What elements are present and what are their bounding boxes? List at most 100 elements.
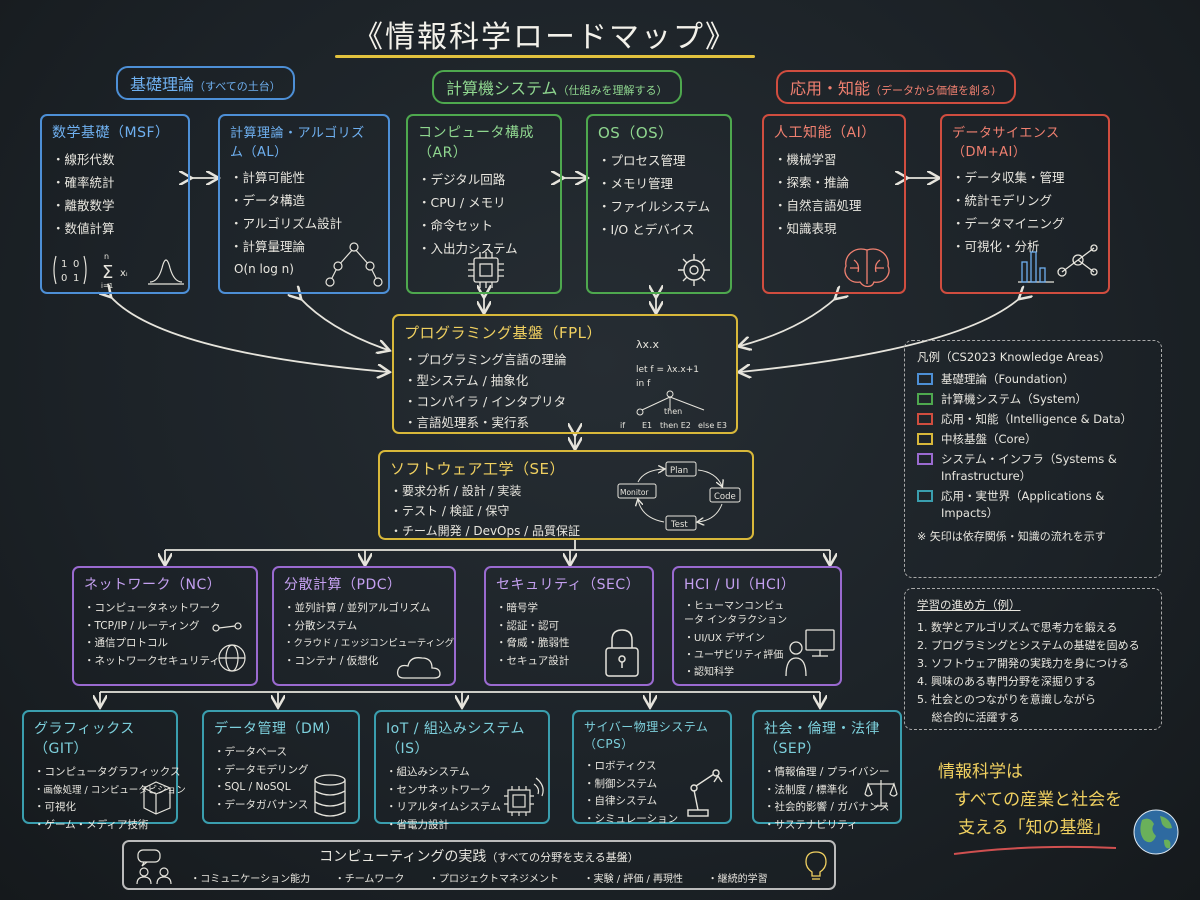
list-item: ゲーム・メディア技術	[34, 817, 166, 835]
card-fpl: プログラミング基盤（FPL） プログラミング言語の理論 型システム / 抽象化 …	[392, 314, 738, 434]
title-underline	[335, 55, 755, 58]
list-item: セキュア設計	[496, 653, 642, 671]
svg-text:i=1: i=1	[101, 282, 113, 290]
category-foundation-label: 基礎理論	[130, 75, 195, 94]
tree-if: if	[620, 421, 625, 430]
card-sec-title: セキュリティ（SEC）	[496, 577, 641, 593]
robot-arm-icon	[687, 769, 723, 817]
list-item: 知識表現	[774, 217, 894, 240]
card-se-title: ソフトウェア工学（SE）	[390, 460, 566, 478]
list-item: 自律システム	[584, 793, 720, 811]
legend-swatch	[917, 490, 933, 502]
category-intelligence: 応用・知能（データから価値を創る）	[776, 70, 1017, 104]
list-item: 省電力設計	[386, 817, 538, 835]
legend-label: 応用・実世界（Applications & Impacts）	[941, 489, 1105, 520]
card-os-list: プロセス管理 メモリ管理 ファイルシステム I/O とデバイス	[598, 149, 720, 241]
card-hci-list: ヒューマンコンピュータ インタラクション UI/UX デザイン ユーザビリティ評…	[684, 600, 830, 681]
card-is-title: IoT / 組込みシステム（IS）	[386, 721, 525, 757]
list-item: 総合的に活躍する	[917, 711, 1020, 724]
card-is: IoT / 組込みシステム（IS） 組込みシステム センサネットワーク リアルタ…	[374, 710, 550, 831]
list-item: 確率統計	[52, 171, 178, 194]
list-item: 情報倫理 / プライバシー	[764, 764, 890, 782]
legend-label: 中核基盤（Core）	[941, 432, 1037, 446]
card-msf: 数学基礎（MSF） 線形代数 確率統計 離散数学 数値計算 10 01 Σ n …	[40, 114, 190, 294]
legend-item: 応用・実世界（Applications & Impacts）	[917, 488, 1149, 522]
list-item: 入出力システム	[418, 237, 550, 260]
arrow-al-fpl	[300, 298, 388, 350]
practice-sub: （すべての分野を支える基盤）	[486, 851, 639, 864]
list-item: 機械学習	[774, 148, 894, 171]
legend-panel: 凡例（CS2023 Knowledge Areas） 基礎理論（Foundati…	[904, 340, 1162, 578]
learning-steps-title: 学習の進め方（例）	[917, 598, 1021, 612]
card-hci-title: HCI / UI（HCI）	[684, 577, 796, 593]
category-intelligence-label: 応用・知能	[790, 79, 871, 98]
practice-items: ・コミュニケーション能力 ・チームワーク ・プロジェクトマネジメント ・実験 /…	[134, 870, 824, 885]
lambda-code-illustration: λx.x let f = λx.x+1 in f then if E1 then…	[620, 338, 727, 430]
card-pdc-list: 並列計算 / 並列アルゴリズム 分散システム クラウド / エッジコンピューティ…	[284, 600, 455, 670]
list-item: 組込みシステム	[386, 764, 538, 782]
card-se-list: 要求分析 / 設計 / 実装 テスト / 検証 / 保守 チーム開発 / Dev…	[390, 481, 742, 541]
svg-text:1: 1	[61, 259, 67, 270]
card-nc-list: コンピュータネットワーク TCP/IP / ルーティング 通信プロトコル ネット…	[84, 600, 246, 670]
list-item: SQL / NoSQL	[214, 779, 348, 797]
page-title: 《情報科学ロードマップ》	[353, 20, 737, 55]
list-item: 分散システム	[284, 618, 444, 636]
code-line-1: let f = λx.x+1	[636, 365, 699, 375]
category-foundation-sub: （すべての土台）	[194, 80, 281, 93]
list-item: デジタル回路	[418, 168, 550, 191]
list-item: 社会的影響 / ガバナンス	[764, 799, 890, 817]
list-item: コンピュータグラフィックス	[34, 764, 181, 782]
slogan-line-1: 情報科学は	[938, 762, 1023, 782]
list-item: CPU / メモリ	[418, 191, 550, 214]
card-cps: サイバー物理システム（CPS） ロボティクス 制御システム 自律システム シミュ…	[572, 710, 732, 825]
legend-title: 凡例（CS2023 Knowledge Areas）	[917, 350, 1111, 364]
list-item: 命令セット	[418, 214, 550, 237]
scales-of-justice-icon	[864, 780, 898, 807]
card-nc-title: ネットワーク（NC）	[84, 577, 222, 593]
cycle-monitor: Monitor	[620, 488, 649, 497]
card-os: OS（OS） プロセス管理 メモリ管理 ファイルシステム I/O とデバイス	[586, 114, 732, 294]
category-system-sub: （仕組みを理解する）	[557, 84, 668, 97]
card-nc: ネットワーク（NC） コンピュータネットワーク TCP/IP / ルーティング …	[72, 566, 258, 686]
list-item: 制御システム	[584, 776, 720, 794]
card-dm: データ管理（DM） データベース データモデリング SQL / NoSQL デー…	[202, 710, 360, 824]
card-dm-title: データ管理（DM）	[214, 721, 340, 737]
list-item: データガバナンス	[214, 797, 348, 815]
legend-note: ※ 矢印は依存関係・知識の流れを示す	[917, 530, 1106, 543]
list-item: 3. ソフトウェア開発の実践力を身につける	[917, 657, 1129, 670]
tree-e1: E1	[642, 421, 652, 430]
iot-chip-icon	[504, 777, 544, 816]
legend-label: 基礎理論（Foundation）	[941, 372, 1075, 386]
card-sep-title: 社会・倫理・法律（SEP）	[764, 721, 880, 757]
svg-text:1: 1	[73, 273, 79, 284]
list-item: 暗号学	[496, 600, 642, 618]
practice-item: ・コミュニケーション能力	[190, 874, 311, 885]
devops-cycle-diagram: Plan Code Test Monitor	[617, 461, 741, 531]
list-item: クラウド / エッジコンピューティング	[284, 635, 455, 653]
legend-swatch	[917, 433, 933, 445]
padlock-icon	[605, 629, 639, 677]
list-item: 統計モデリング	[952, 189, 1098, 212]
legend-item: システム・インフラ（Systems & Infrastructure）	[917, 451, 1149, 485]
list-item: 離散数学	[52, 194, 178, 217]
card-ar-title: コンピュータ構成（AR）	[418, 125, 534, 161]
legend-item: 中核基盤（Core）	[917, 431, 1149, 448]
legend-label: 応用・知能（Intelligence & Data）	[941, 412, 1133, 426]
list-item: 1. 数学とアルゴリズムで思考力を鍛える	[917, 621, 1118, 634]
list-item: 可視化	[34, 799, 166, 817]
practice-item: ・プロジェクトマネジメント	[429, 874, 559, 885]
list-item: ネットワークセキュリティ	[84, 653, 246, 671]
card-sep-list: 情報倫理 / プライバシー 法制度 / 標準化 社会的影響 / ガバナンス サス…	[764, 764, 890, 834]
card-al-title: 計算理論・アルゴリズム（AL）	[230, 126, 365, 160]
card-ds-list: データ収集・管理 統計モデリング データマイニング 可視化・分析	[952, 166, 1098, 258]
network-globe-icon	[212, 622, 246, 672]
list-item: 数値計算	[52, 217, 178, 240]
list-item: リアルタイムシステム	[386, 799, 538, 817]
tree-graph-icon	[325, 242, 383, 287]
legend-label: 計算機システム（System）	[941, 392, 1088, 406]
list-item: 2. プログラミングとシステムの基礎を固める	[917, 639, 1140, 652]
list-item: I/O とデバイス	[598, 218, 720, 241]
gear-icon	[678, 254, 710, 286]
